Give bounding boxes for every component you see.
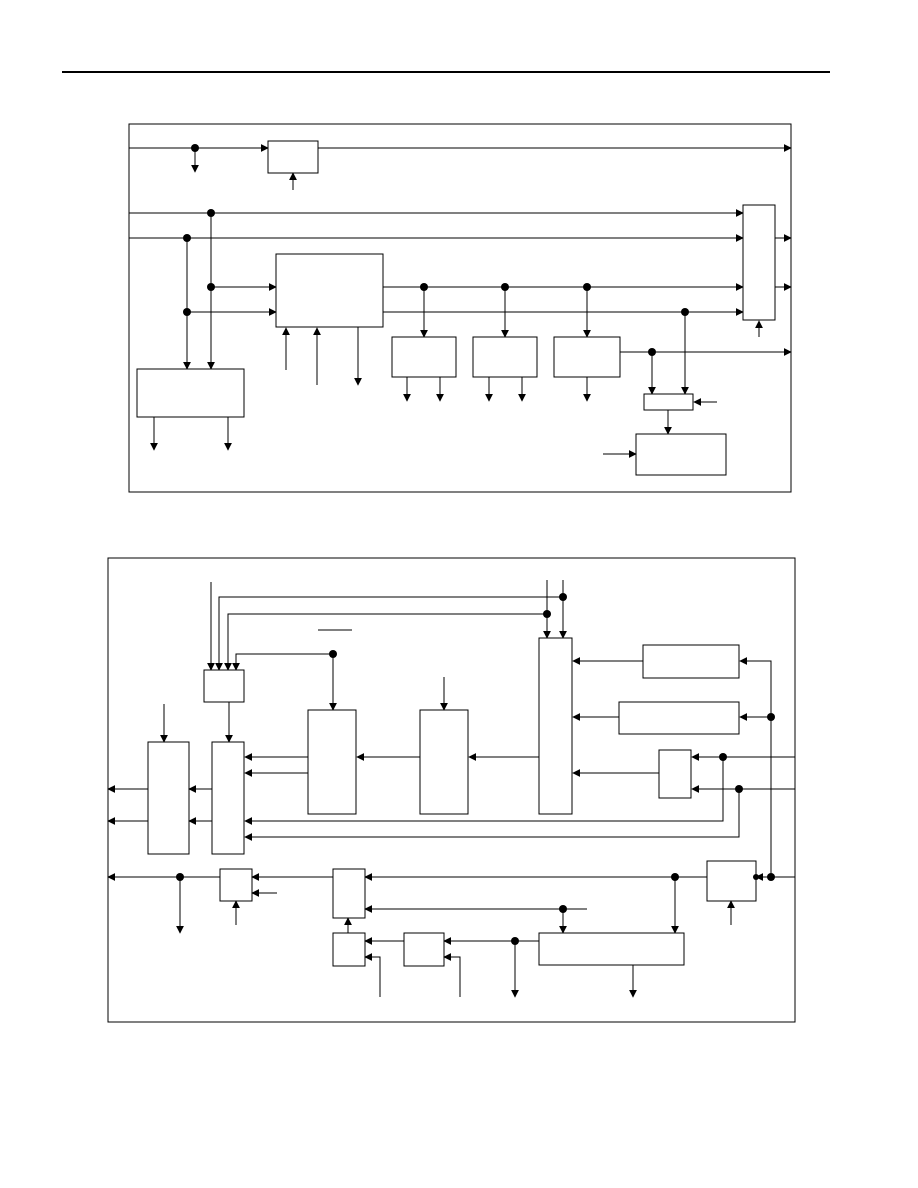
top-block-small-mux (643, 393, 694, 411)
bottom-block-mid-2 (419, 709, 469, 815)
bottom-block-f (403, 932, 445, 967)
bottom-block-r4 (706, 860, 757, 902)
top-block-c (635, 433, 727, 476)
bottom-block-tall (538, 637, 573, 815)
bottom-block-mid-1 (307, 709, 357, 815)
bottom-block-left-2 (211, 741, 245, 855)
top-block-right-mux (742, 204, 776, 321)
bottom-block-a (203, 669, 245, 703)
bottom-block-wide (538, 932, 685, 966)
bottom-block-left-1 (147, 741, 190, 855)
top-block-d (136, 368, 245, 418)
bottom-block-diagram (107, 557, 796, 1023)
bottom-block-r1 (642, 644, 740, 679)
top-block-b3 (553, 336, 621, 378)
top-block-diagram (128, 123, 792, 493)
bottom-block-g (332, 932, 366, 967)
bottom-block-e (332, 868, 366, 919)
bottom-block-r2 (618, 701, 740, 735)
top-block-a (267, 140, 319, 174)
top-block-central (275, 253, 384, 328)
top-diagram-frame (128, 123, 792, 493)
bottom-block-h (219, 868, 253, 902)
bottom-block-r3 (658, 749, 692, 799)
top-block-b1 (391, 336, 457, 378)
top-block-b2 (472, 336, 538, 378)
